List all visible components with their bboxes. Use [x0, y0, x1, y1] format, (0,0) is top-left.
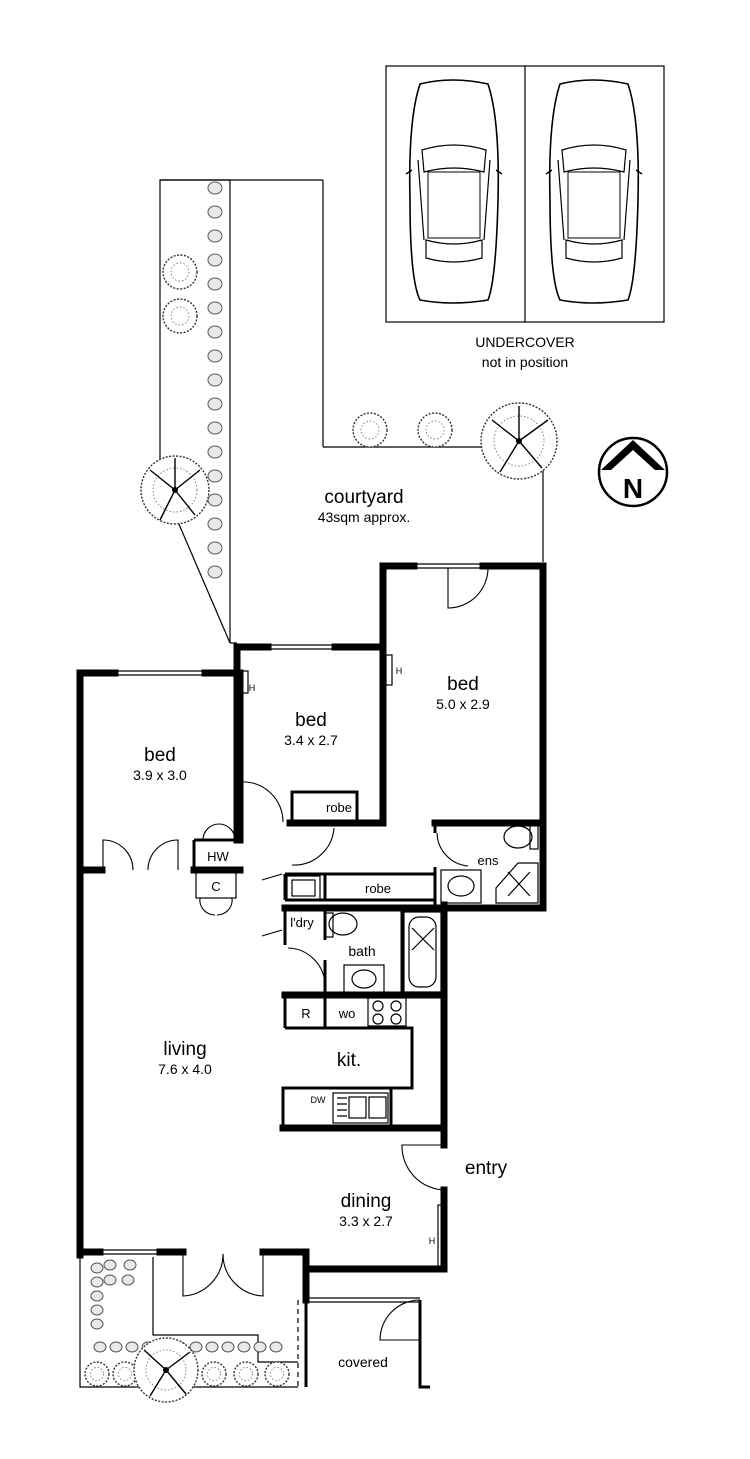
robe-label: robe [326, 800, 352, 815]
pebble [207, 397, 223, 411]
tree-icon [140, 455, 210, 525]
pebble [207, 541, 223, 555]
dishwasher-label: DW [311, 1095, 326, 1105]
pebble [207, 277, 223, 291]
pebble [93, 1341, 107, 1353]
pebble [221, 1341, 235, 1353]
left-bed-size: 3.9 x 3.0 [133, 767, 187, 783]
pebble-path [207, 181, 223, 579]
compass-letter: N [623, 473, 643, 504]
car-icon [545, 79, 643, 304]
doors [102, 567, 489, 1387]
car-icon [405, 79, 503, 304]
undercover-parking: UNDERCOVER not in position [385, 65, 665, 370]
pebble [109, 1341, 123, 1353]
garage-note: not in position [482, 354, 568, 370]
pebble [207, 349, 223, 363]
cupboard-label: C [211, 879, 220, 894]
pebble [207, 517, 223, 531]
shrub-icon [84, 1361, 110, 1387]
pebble [207, 253, 223, 267]
shrub-icon [352, 412, 388, 448]
shrub-icon [162, 254, 198, 290]
pebble [269, 1341, 283, 1353]
pebble [205, 1341, 219, 1353]
shrub-icon [264, 1361, 290, 1387]
hot-water-label: HW [207, 849, 229, 864]
courtyard-label: courtyard [324, 487, 403, 508]
pebble [207, 205, 223, 219]
room-labels: bed 5.0 x 2.9 bed 3.4 x 2.7 bed 3.9 x 3.… [133, 666, 507, 1370]
wall-oven-label: wo [338, 1006, 356, 1021]
pebble [237, 1341, 251, 1353]
pebble [207, 469, 223, 483]
north-compass-icon: N [597, 436, 669, 508]
pebble [90, 1290, 104, 1302]
left-bed-label: bed [144, 745, 176, 766]
pebble [207, 421, 223, 435]
pebble [90, 1318, 104, 1330]
tree-icon [133, 1337, 199, 1403]
garage-title: UNDERCOVER [475, 334, 575, 350]
pebble [207, 445, 223, 459]
pebble [121, 1274, 135, 1286]
pebble [207, 325, 223, 339]
pebble [207, 565, 223, 579]
pebble [207, 301, 223, 315]
pebble [90, 1276, 104, 1288]
entry-label: entry [465, 1158, 508, 1179]
courtyard-area: 43sqm approx. [318, 509, 411, 525]
bath-label: bath [348, 943, 375, 959]
pebble [125, 1341, 139, 1353]
laundry-label: l'dry [290, 915, 314, 930]
front-garden-outline [79, 1255, 298, 1388]
heater-label: H [429, 1236, 436, 1246]
shrub-icon [417, 412, 453, 448]
shrubs [162, 254, 453, 448]
front-shrubs [84, 1361, 290, 1387]
internal-walls [76, 790, 547, 1132]
pebble [103, 1274, 117, 1286]
shrub-icon [112, 1361, 138, 1387]
pebble [90, 1262, 104, 1274]
pebble [90, 1304, 104, 1316]
pebble [207, 229, 223, 243]
master-bed-size: 5.0 x 2.9 [436, 696, 490, 712]
shrub-icon [233, 1361, 259, 1387]
living-size: 7.6 x 4.0 [158, 1061, 212, 1077]
fixtures [241, 654, 539, 1270]
middle-bed-label: bed [295, 710, 327, 731]
ensuite-label: ens [478, 853, 499, 868]
robe-label: robe [365, 881, 391, 896]
kitchen-label: kit. [337, 1050, 361, 1071]
pebble [253, 1341, 267, 1353]
dining-size: 3.3 x 2.7 [339, 1213, 393, 1229]
covered-label: covered [338, 1354, 388, 1370]
pebble [207, 493, 223, 507]
pebble [103, 1259, 117, 1271]
shrub-icon [162, 298, 198, 334]
fridge-label: R [301, 1006, 310, 1021]
pebble-path [90, 1259, 283, 1353]
tree-icon [480, 402, 558, 480]
dining-label: dining [341, 1191, 392, 1212]
middle-bed-size: 3.4 x 2.7 [284, 732, 338, 748]
pebble [189, 1341, 203, 1353]
heater-label: H [249, 683, 256, 693]
pebble [207, 373, 223, 387]
master-bed-label: bed [447, 674, 479, 695]
windows [100, 563, 483, 1303]
courtyard-outline [159, 179, 544, 644]
pebble [123, 1259, 137, 1271]
heater-label: H [396, 666, 403, 676]
pebble [207, 181, 223, 195]
shrub-icon [201, 1361, 227, 1387]
living-label: living [163, 1039, 206, 1060]
